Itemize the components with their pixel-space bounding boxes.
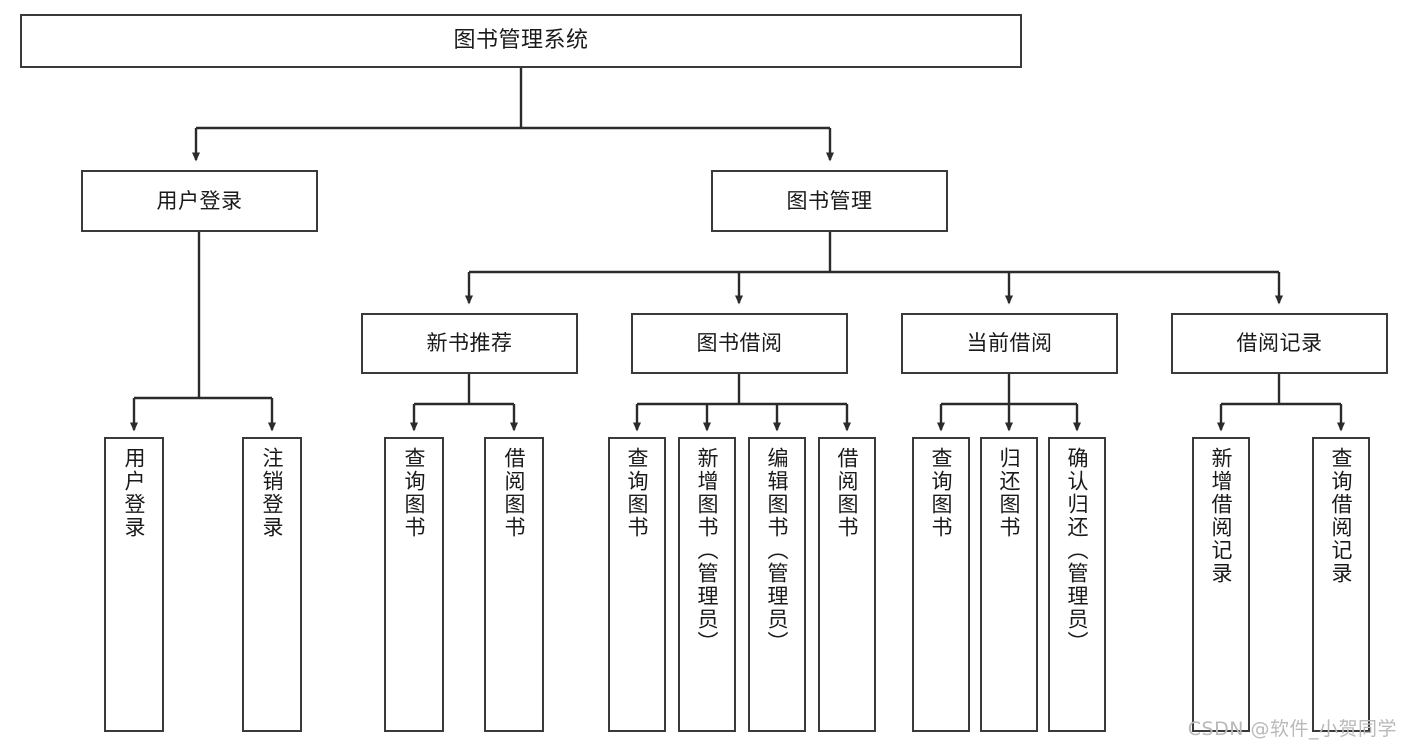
leaf-add-borrow-record[interactable]: 新增借阅记录	[1192, 437, 1250, 732]
node-label: 借阅记录	[1236, 331, 1323, 356]
node-label: 新书推荐	[426, 331, 513, 356]
node-current-borrow[interactable]: 当前借阅	[901, 313, 1118, 374]
node-book-borrow[interactable]: 图书借阅	[631, 313, 848, 374]
watermark-text: CSDN @软件_小贺同学	[1187, 718, 1397, 740]
leaf-edit-book[interactable]: 编辑图书（管理员）	[748, 437, 806, 732]
node-label: 图书管理系统	[453, 28, 589, 54]
node-label: 用户登录	[156, 188, 243, 213]
leaf-query-book-current[interactable]: 查询图书	[912, 437, 970, 732]
node-book-management[interactable]: 图书管理	[711, 170, 948, 232]
node-borrow-record[interactable]: 借阅记录	[1171, 313, 1388, 374]
leaf-return-book[interactable]: 归还图书	[980, 437, 1038, 732]
node-label: 查询图书	[402, 447, 427, 539]
leaf-logout-login[interactable]: 注销登录	[242, 437, 302, 732]
leaf-user-login[interactable]: 用户登录	[104, 437, 164, 732]
node-label: 用户登录	[122, 447, 147, 539]
leaf-borrow-book-recommend[interactable]: 借阅图书	[484, 437, 544, 732]
node-label: 新增图书（管理员）	[695, 447, 720, 654]
node-label: 注销登录	[260, 447, 285, 539]
leaf-query-book-recommend[interactable]: 查询图书	[384, 437, 444, 732]
leaf-borrow-book[interactable]: 借阅图书	[818, 437, 876, 732]
leaf-add-book[interactable]: 新增图书（管理员）	[678, 437, 736, 732]
node-label: 借阅图书	[502, 447, 527, 539]
node-label: 查询图书	[625, 447, 650, 539]
node-root-system[interactable]: 图书管理系统	[20, 14, 1022, 68]
node-label: 当前借阅	[966, 331, 1053, 356]
leaf-query-book-borrow[interactable]: 查询图书	[608, 437, 666, 732]
node-label: 借阅图书	[835, 447, 860, 539]
node-label: 确认归还（管理员）	[1065, 447, 1090, 654]
node-new-book-recommend[interactable]: 新书推荐	[361, 313, 578, 374]
node-label: 查询借阅记录	[1329, 447, 1354, 585]
node-label: 归还图书	[997, 447, 1022, 539]
leaf-confirm-return[interactable]: 确认归还（管理员）	[1048, 437, 1106, 732]
leaf-query-borrow-record[interactable]: 查询借阅记录	[1312, 437, 1370, 732]
node-label: 新增借阅记录	[1209, 447, 1234, 585]
node-label: 图书借阅	[696, 331, 783, 356]
node-label: 查询图书	[929, 447, 954, 539]
node-user-login[interactable]: 用户登录	[81, 170, 318, 232]
node-label: 图书管理	[786, 188, 873, 213]
node-label: 编辑图书（管理员）	[765, 447, 790, 654]
